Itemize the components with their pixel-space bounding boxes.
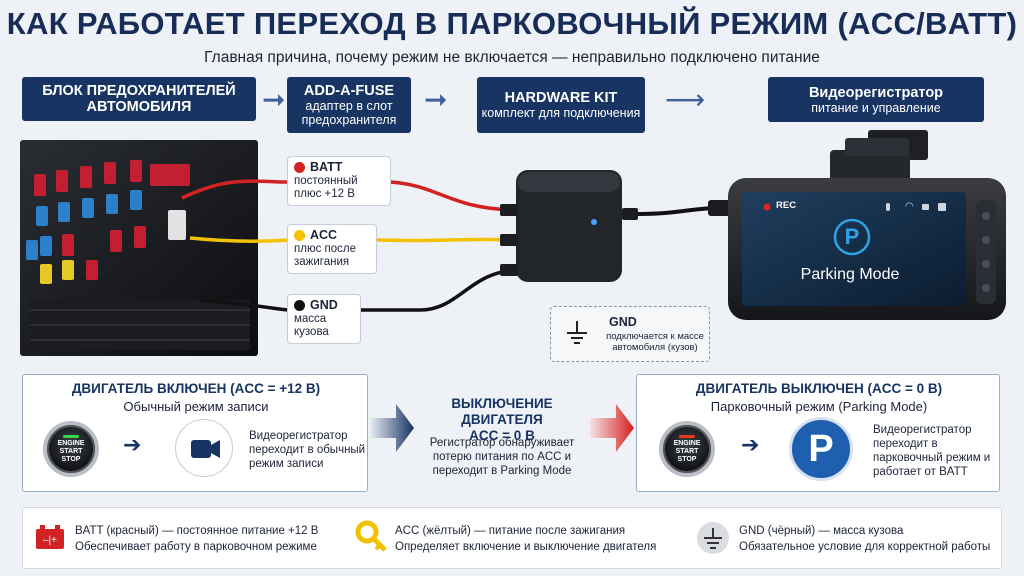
- gnd-note-desc: подключается к массе автомобиля (кузов): [606, 331, 704, 353]
- panel-engine-off: ДВИГАТЕЛЬ ВЫКЛЮЧЕН (ACC = 0 В) Парковочн…: [636, 374, 1000, 492]
- parking-symbol-icon: P: [844, 224, 860, 249]
- panel-off-subtitle: Парковочный режим (Parking Mode): [710, 399, 928, 414]
- legend-acc-line1: ACC (жёлтый) — питание после зажигания: [395, 525, 626, 537]
- acc-wire-label: ACC плюс после зажигания: [287, 224, 377, 274]
- panel-on-subtitle: Обычный режим записи: [123, 399, 269, 414]
- red-dot-icon: [294, 162, 305, 173]
- flow-fuse-subtitle: АВТОМОБИЛЯ: [86, 99, 192, 115]
- black-dot-icon: [294, 300, 305, 311]
- batt-name: BATT: [310, 160, 343, 174]
- panel-engine-on: ДВИГАТЕЛЬ ВКЛЮЧЕН (ACC = +12 В) Обычный …: [22, 374, 368, 492]
- dashcam-mode-label: Parking Mode: [800, 266, 900, 283]
- arrow-right-icon: ➞: [424, 83, 448, 116]
- flow-hardware-kit: HARDWARE KIT комплект для подключения: [477, 77, 645, 133]
- gnd-note: GND подключается к массе автомобиля (куз…: [550, 306, 710, 362]
- gnd-name: GND: [310, 298, 338, 312]
- panel-mid-text: Регистратор обнаруживает потерю питания …: [429, 437, 575, 477]
- panel-off-title: ДВИГАТЕЛЬ ВЫКЛЮЧЕН (ACC = 0 В): [695, 381, 943, 396]
- flow-dashcam: Видеорегистратор питание и управление: [768, 77, 984, 122]
- arrow-right-icon: ➔: [741, 433, 760, 458]
- transition-arrow-red-icon: [590, 404, 634, 452]
- legend: –|+ BATT (красный) — постоянное питание …: [22, 507, 1002, 569]
- acc-name: ACC: [310, 228, 338, 242]
- arrow-right-icon: ➔: [123, 433, 142, 458]
- video-camera-icon: [175, 419, 233, 477]
- panel-on-title: ДВИГАТЕЛЬ ВКЛЮЧЕН (ACC = +12 В): [71, 381, 321, 396]
- legend-batt-line2: Обеспечивает работу в парковочном режиме: [75, 541, 317, 553]
- legend-batt-line1: BATT (красный) — постоянное питание +12 …: [75, 525, 319, 537]
- gnd-note-title: GND: [609, 315, 637, 329]
- panel-off-text: Видеорегистратор переходит в парковочный…: [873, 424, 991, 478]
- flow-addafuse-subtitle: адаптер в слот предохранителя: [301, 99, 397, 127]
- flow-add-a-fuse: ADD-A-FUSE адаптер в слот предохранителя: [287, 77, 411, 133]
- transition-arrow-icon: [370, 404, 414, 452]
- flow-addafuse-title: ADD-A-FUSE: [303, 83, 395, 99]
- page-title: КАК РАБОТАЕТ ПЕРЕХОД В ПАРКОВОЧНЫЙ РЕЖИМ…: [6, 6, 1018, 41]
- flow-dashcam-title: Видеорегистратор: [808, 84, 944, 101]
- wifi-icon: ◠: [905, 201, 914, 212]
- arrow-right-icon: ⟶: [665, 83, 706, 116]
- rec-indicator: REC: [776, 200, 797, 211]
- legend-acc-line2: Определяет включение и выключение двигат…: [395, 541, 657, 553]
- fuse-box-photo: [20, 140, 258, 356]
- gnd-desc: масса кузова: [294, 313, 329, 338]
- battery-icon: –|+: [36, 525, 64, 549]
- acc-desc: плюс после зажигания: [294, 243, 356, 268]
- legend-gnd-line2: Обязательное условие для корректной рабо…: [739, 541, 991, 553]
- arrow-right-icon: ➞: [262, 83, 286, 116]
- page-subtitle: Главная причина, почему режим не включае…: [204, 49, 820, 66]
- flow-dashcam-subtitle: питание и управление: [811, 100, 941, 115]
- flow-kit-subtitle: комплект для подключения: [481, 106, 641, 120]
- batt-desc: постоянный плюс +12 В: [294, 175, 358, 200]
- ground-icon: [567, 321, 587, 344]
- svg-text:–|+: –|+: [43, 535, 57, 546]
- key-icon: [355, 520, 387, 552]
- flow-fuse-box: БЛОК ПРЕДОХРАНИТЕЛЕЙ АВТОМОБИЛЯ: [22, 77, 256, 121]
- yellow-dot-icon: [294, 230, 305, 241]
- ground-icon: [697, 522, 729, 554]
- flow-fuse-title: БЛОК ПРЕДОХРАНИТЕЛЕЙ: [42, 83, 236, 99]
- legend-gnd-line1: GND (чёрный) — масса кузова: [739, 525, 904, 537]
- wiring-illustration: [20, 130, 1006, 356]
- batt-wire-label: BATT постоянный плюс +12 В: [287, 156, 391, 206]
- parking-sign-icon: P: [789, 417, 853, 481]
- panel-on-text: Видеорегистратор переходит в обычный реж…: [249, 430, 366, 470]
- gnd-wire-label: GND масса кузова: [287, 294, 361, 344]
- flow-kit-title: HARDWARE KIT: [504, 90, 618, 106]
